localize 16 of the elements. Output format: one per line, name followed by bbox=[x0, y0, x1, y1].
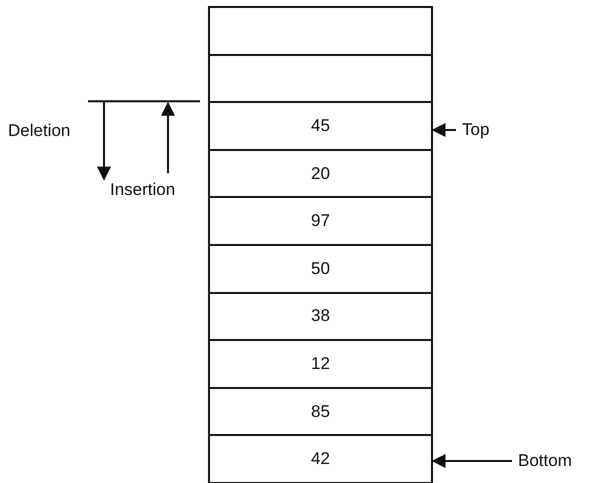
stack-cell: 20 bbox=[208, 148, 433, 198]
pointer-arrow bbox=[432, 454, 512, 468]
stack-cell: 50 bbox=[208, 244, 433, 294]
pointer-label: Top bbox=[462, 120, 490, 140]
empty-stack-cell bbox=[208, 6, 433, 56]
empty-stack-cell bbox=[208, 54, 433, 104]
pointer-arrow bbox=[432, 123, 456, 137]
stack-cell: 97 bbox=[208, 196, 433, 246]
stack-cell: 38 bbox=[208, 292, 433, 342]
stack-cell: 45 bbox=[208, 101, 433, 151]
operation-label: Deletion bbox=[8, 121, 70, 141]
stack-cell: 12 bbox=[208, 339, 433, 389]
pointer-label: Bottom bbox=[518, 451, 572, 471]
operation-label: Insertion bbox=[110, 180, 176, 200]
stack-cell: 42 bbox=[208, 434, 433, 483]
stack-cell: 85 bbox=[208, 386, 433, 436]
